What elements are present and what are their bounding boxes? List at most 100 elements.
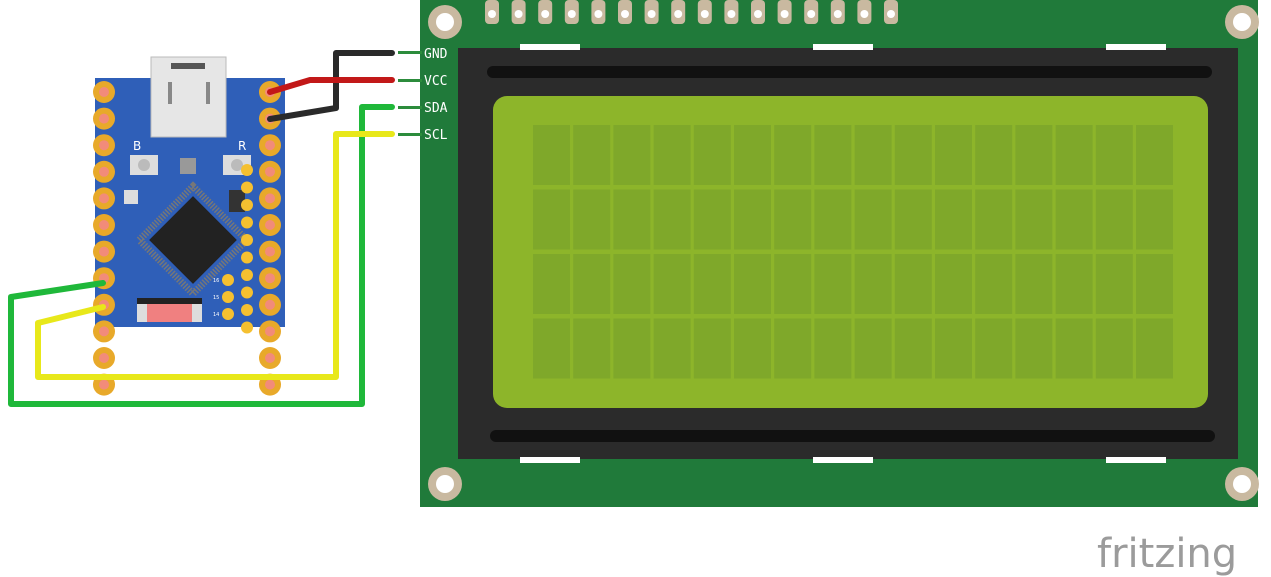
small-pad (241, 269, 253, 281)
lcd-cell (533, 318, 570, 379)
lcd-cell (1095, 318, 1133, 379)
board-small-pads (222, 164, 253, 334)
lcd-cell (693, 318, 731, 379)
small-pad (241, 251, 253, 264)
lcd-cell (1015, 189, 1053, 250)
small-pad (222, 308, 234, 320)
lcd-cell (653, 125, 691, 185)
vcc-wire[interactable] (267, 77, 395, 95)
lcd-cell (975, 254, 1013, 314)
lcd-cell (774, 189, 812, 250)
lcd-cell (613, 125, 651, 185)
lcd-cell (734, 125, 771, 185)
lcd-cell (1015, 254, 1053, 314)
lcd-character-grid (533, 125, 1173, 379)
lcd-cell (774, 125, 812, 185)
lcd-module[interactable]: GND VCC SDA SCL (398, 0, 1259, 507)
pin-label-scl: SCL (424, 128, 448, 143)
pin-label-gnd: GND (424, 47, 448, 62)
lcd-cell (1055, 254, 1093, 314)
small-pad (241, 164, 253, 176)
lcd-cell (894, 254, 932, 314)
lcd-cell (774, 318, 812, 379)
lcd-cell (854, 189, 892, 250)
reset-button-label: R (238, 139, 246, 153)
lcd-cell (935, 125, 972, 185)
mount-hole (1225, 467, 1259, 501)
lcd-cell (613, 318, 651, 379)
lcd-cell (814, 254, 852, 314)
lcd-cell (1136, 318, 1173, 379)
small-pad (241, 199, 253, 211)
lcd-cell (814, 189, 852, 250)
small-pad (241, 286, 253, 299)
small-pad (222, 291, 234, 303)
lcd-cell (1095, 125, 1133, 185)
lcd-cell (854, 254, 892, 314)
small-pad (241, 181, 253, 194)
lcd-cell (1095, 189, 1133, 250)
lcd-cell (935, 318, 972, 379)
lcd-cell (1055, 125, 1093, 185)
lcd-cell (573, 125, 611, 185)
lcd-header-pins (485, 0, 898, 24)
lcd-cell (533, 189, 570, 250)
mount-hole (428, 5, 462, 39)
lcd-cell (613, 254, 651, 314)
lcd-cell (613, 189, 651, 250)
pad-label: 16 (213, 278, 219, 284)
fritzing-watermark: fritzing (1097, 531, 1237, 577)
lcd-cell (1015, 125, 1053, 185)
lcd-cell (1015, 318, 1053, 379)
lcd-cell (533, 125, 570, 185)
mount-hole (428, 467, 462, 501)
lcd-cell (1055, 318, 1093, 379)
lcd-cell (1136, 189, 1173, 250)
lcd-cell (653, 254, 691, 314)
lcd-cell (734, 254, 771, 314)
lcd-cell (1095, 254, 1133, 314)
lcd-cell (814, 318, 852, 379)
lcd-cell (573, 318, 611, 379)
microcontroller-board[interactable]: B R 16 15 14 (93, 56, 285, 396)
boot-button-label: B (133, 139, 141, 153)
lcd-cell (1136, 254, 1173, 314)
pad-label: 14 (213, 312, 219, 318)
lcd-cell (653, 318, 691, 379)
lcd-cell (894, 189, 932, 250)
lcd-cell (975, 318, 1013, 379)
lcd-cell (894, 318, 932, 379)
lcd-cell (1055, 189, 1093, 250)
lcd-cell (854, 125, 892, 185)
lcd-cell (854, 318, 892, 379)
scl-wire[interactable] (35, 131, 395, 380)
lcd-cell (1136, 125, 1173, 185)
small-pad (241, 321, 253, 334)
small-pad (222, 274, 234, 286)
small-pad (241, 304, 253, 316)
sda-wire[interactable] (8, 104, 395, 407)
pin-label-vcc: VCC (424, 74, 447, 89)
lcd-cell (894, 125, 932, 185)
lcd-cell (975, 189, 1013, 250)
pin-label-sda: SDA (424, 101, 448, 116)
small-pad (241, 234, 253, 246)
lcd-cell (533, 254, 570, 314)
lcd-cell (573, 189, 611, 250)
lcd-cell (653, 189, 691, 250)
lcd-cell (734, 318, 771, 379)
usb-connector (150, 56, 227, 138)
lcd-cell (935, 254, 972, 314)
lcd-cell (693, 125, 731, 185)
lcd-pin-labels: GND VCC SDA SCL (398, 47, 448, 143)
lcd-cell (774, 254, 812, 314)
lcd-cell (814, 125, 852, 185)
led (180, 158, 196, 174)
pad-label: 15 (213, 295, 219, 301)
small-pad (241, 216, 253, 229)
lcd-cell (975, 125, 1013, 185)
lcd-cell (693, 189, 731, 250)
lcd-cell (734, 189, 771, 250)
lcd-cell (573, 254, 611, 314)
